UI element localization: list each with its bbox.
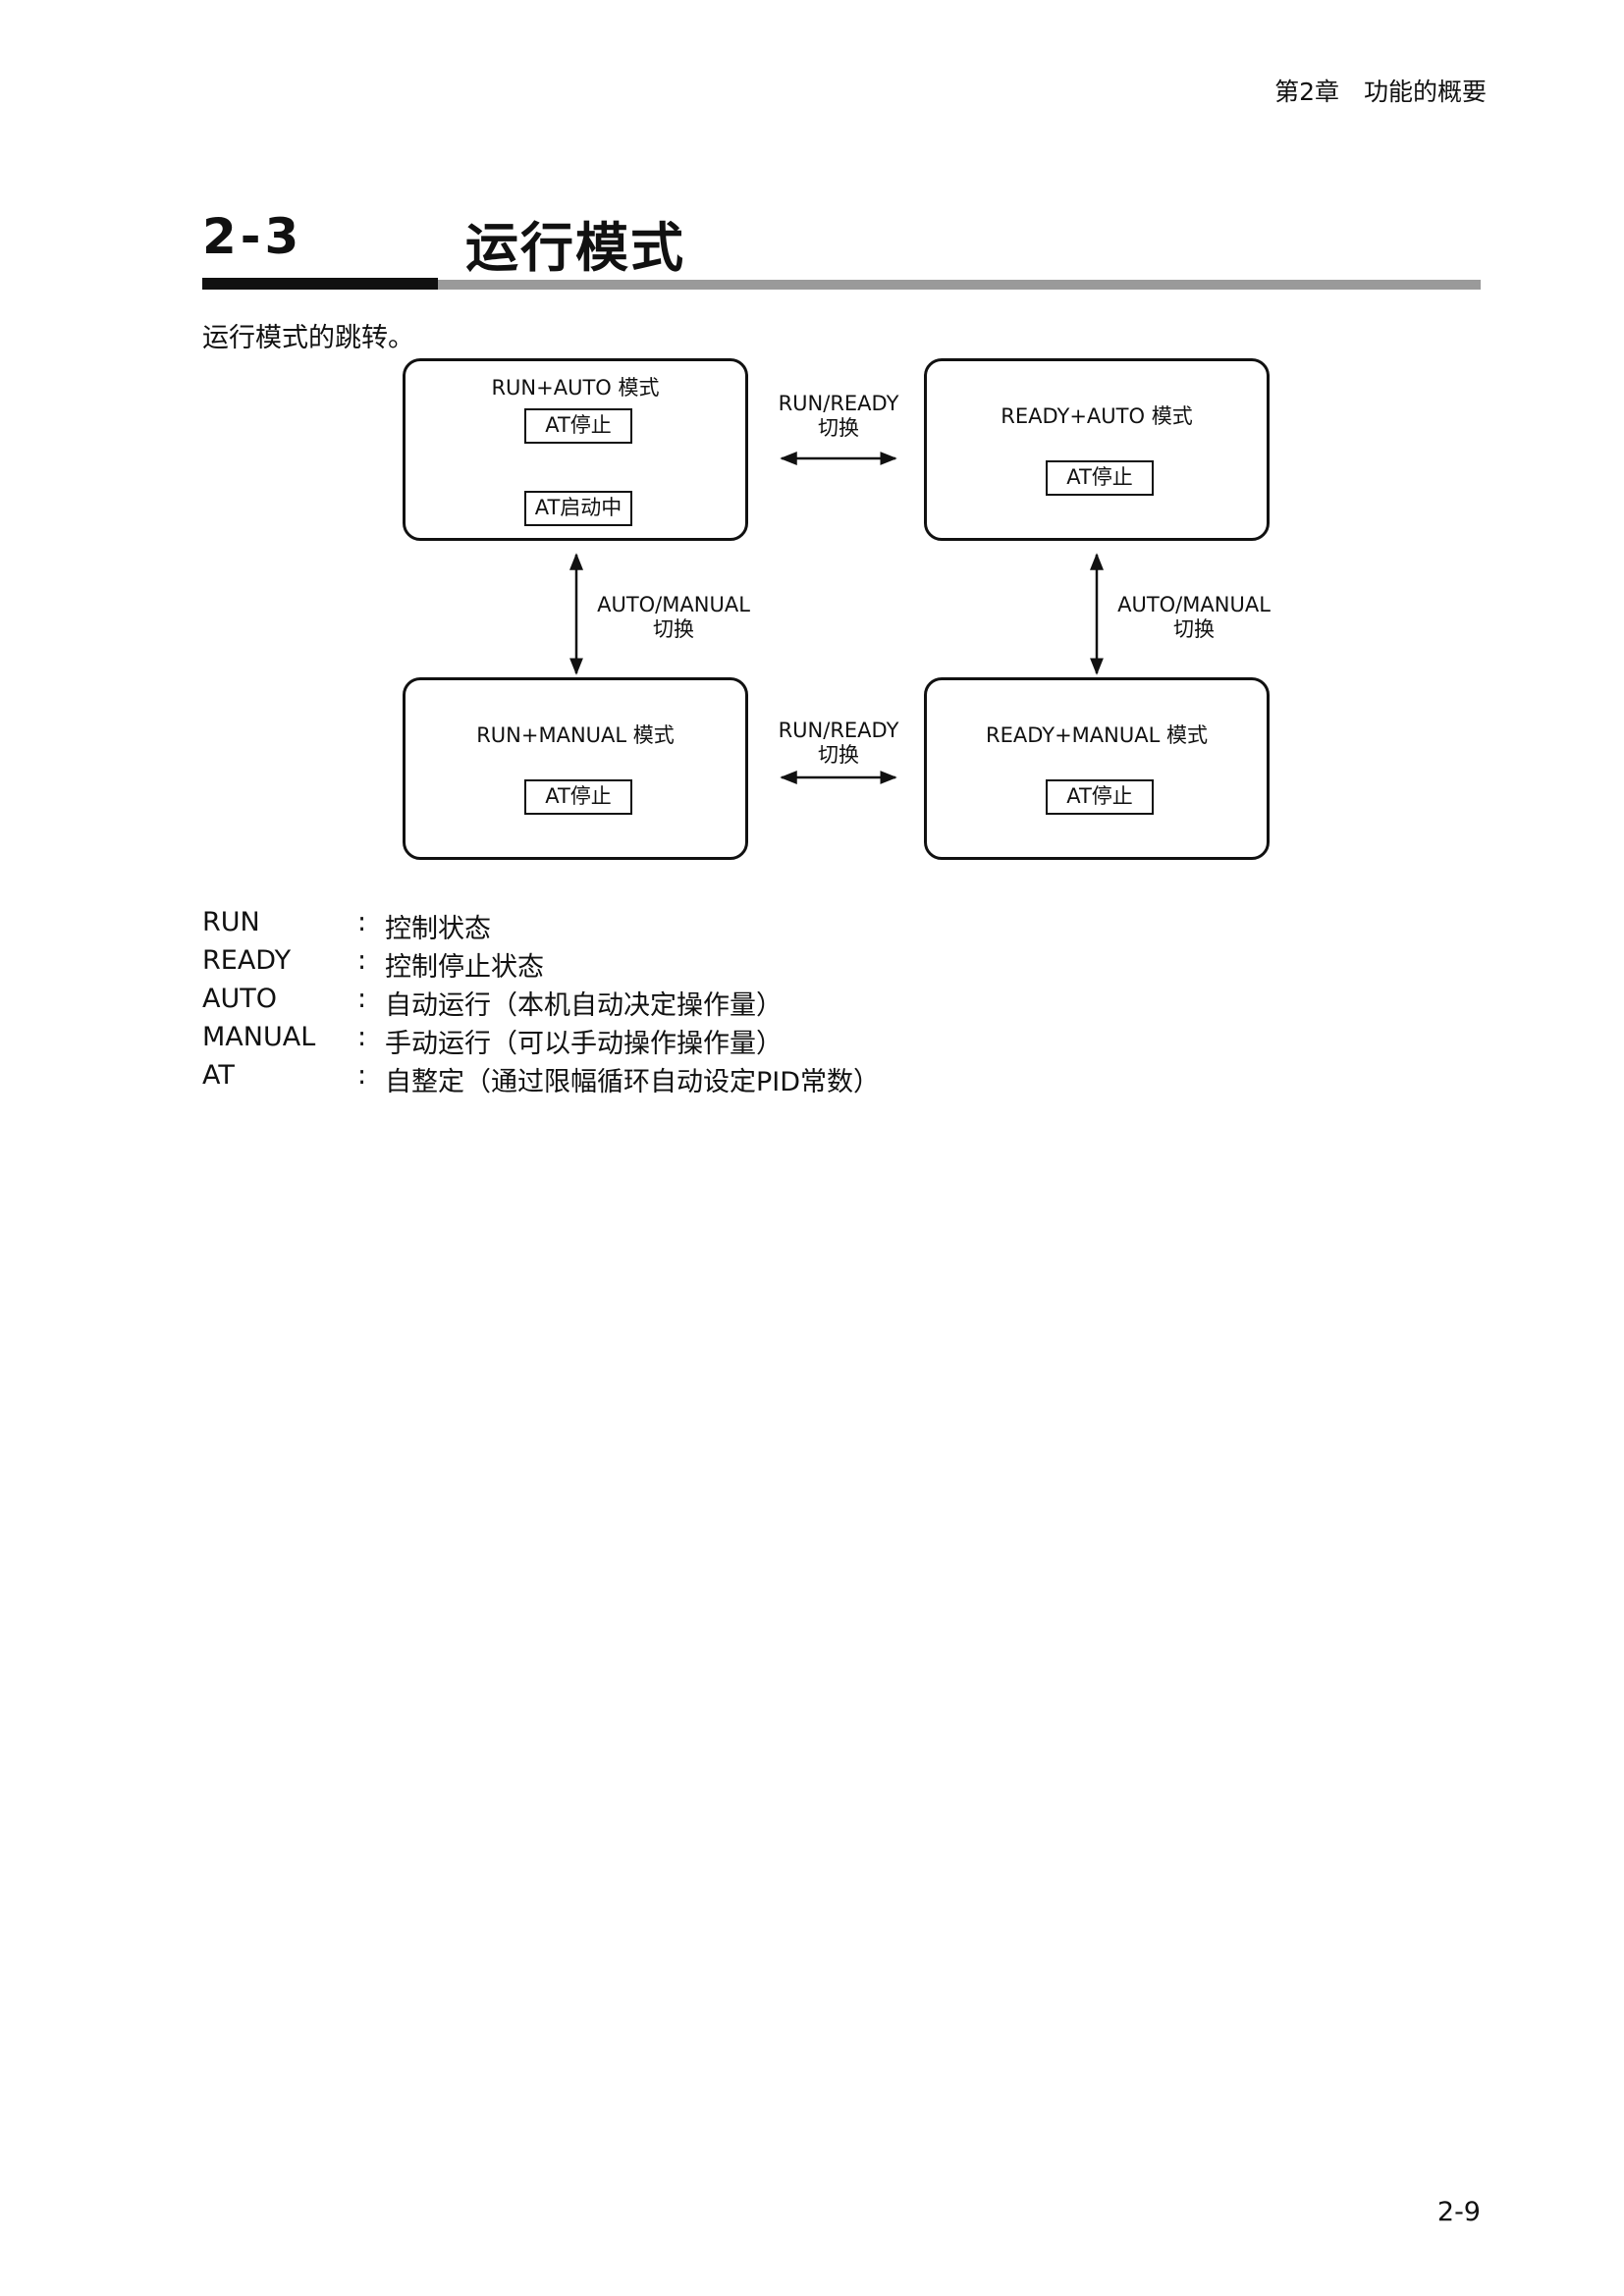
- legend-key: RUN: [202, 907, 260, 937]
- switch-label-line2: 切换: [653, 617, 694, 641]
- legend-description: 自动运行（本机自动决定操作量）: [385, 990, 783, 1021]
- legend-colon: :: [357, 1022, 367, 1052]
- at-stop-box: AT停止: [524, 779, 632, 815]
- legend-description: 自整定（通过限幅循环自动设定PID常数）: [385, 1067, 881, 1097]
- mode-ready-manual: READY+MANUAL 模式 AT停止: [924, 677, 1270, 860]
- mode-ready-auto: READY+AUTO 模式 AT停止: [924, 358, 1270, 541]
- switch-label-line1: AUTO/MANUAL: [1117, 593, 1271, 616]
- mode-ready-manual-title: READY+MANUAL 模式: [986, 723, 1208, 747]
- legend-colon: :: [357, 945, 367, 976]
- title-rule-gray: [438, 280, 1481, 290]
- switch-label-line2: 切换: [1173, 617, 1215, 641]
- legend-key: MANUAL: [202, 1022, 316, 1052]
- at-stop-box: AT停止: [524, 408, 632, 444]
- page-number: 2-9: [1436, 2197, 1481, 2227]
- intro-text: 运行模式的跳转。: [202, 323, 414, 353]
- legend-description: 控制停止状态: [385, 952, 544, 983]
- legend-description: 控制状态: [385, 914, 491, 944]
- mode-ready-auto-title: READY+AUTO 模式: [1001, 404, 1193, 428]
- legend-key: AUTO: [202, 984, 277, 1014]
- legend-colon: :: [357, 984, 367, 1014]
- switch-label-line2: 切换: [818, 416, 859, 440]
- legend-description: 手动运行（可以手动操作操作量）: [385, 1029, 783, 1059]
- legend-colon: :: [357, 907, 367, 937]
- mode-run-manual-title: RUN+MANUAL 模式: [476, 723, 675, 747]
- chapter-header: 第2章 功能的概要: [1274, 78, 1487, 106]
- legend-key: AT: [202, 1060, 235, 1091]
- legend-key: READY: [202, 945, 292, 976]
- title-rule-dark: [202, 278, 438, 290]
- switch-label-auto-manual-right: AUTO/MANUAL 切换: [1106, 593, 1282, 642]
- switch-label-line1: AUTO/MANUAL: [597, 593, 750, 616]
- mode-run-auto-title: RUN+AUTO 模式: [491, 376, 660, 400]
- switch-label-run-ready-top: RUN/READY 切换: [760, 392, 917, 441]
- switch-label-auto-manual-left: AUTO/MANUAL 切换: [585, 593, 762, 642]
- switch-label-line1: RUN/READY: [778, 392, 899, 415]
- legend-colon: :: [357, 1060, 367, 1091]
- at-start-box: AT启动中: [524, 491, 632, 526]
- switch-label-line1: RUN/READY: [778, 719, 899, 742]
- section-number: 2-3: [202, 208, 303, 265]
- section-title: 运行模式: [465, 217, 685, 279]
- mode-run-auto: RUN+AUTO 模式 AT停止 AT启动中: [403, 358, 748, 541]
- at-stop-box: AT停止: [1046, 460, 1154, 496]
- at-stop-box: AT停止: [1046, 779, 1154, 815]
- switch-label-run-ready-bottom: RUN/READY 切换: [760, 719, 917, 768]
- mode-run-manual: RUN+MANUAL 模式 AT停止: [403, 677, 748, 860]
- switch-label-line2: 切换: [818, 743, 859, 767]
